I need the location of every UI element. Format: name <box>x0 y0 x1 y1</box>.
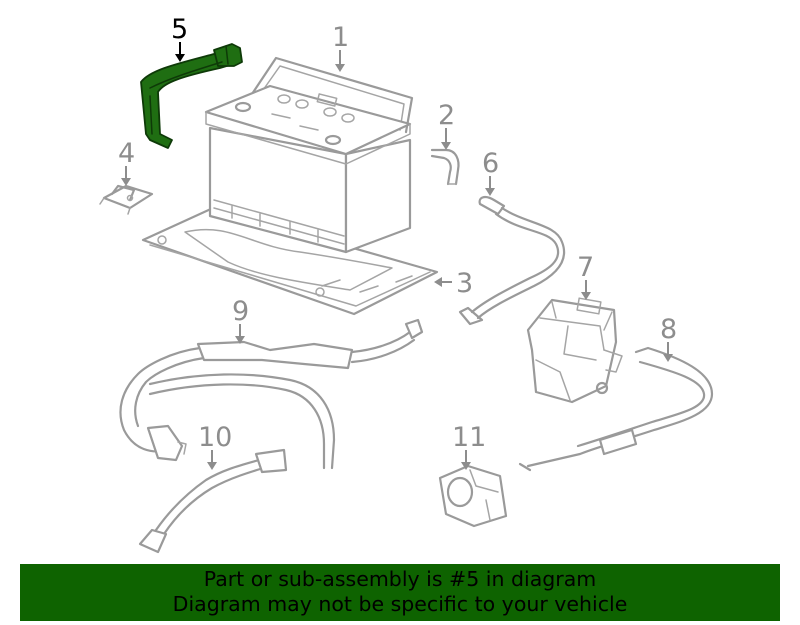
callout-6: 6 <box>482 148 499 196</box>
callout-3: 3 <box>434 268 473 299</box>
svg-text:7: 7 <box>577 252 594 283</box>
callout-1: 1 <box>332 22 349 72</box>
callout-2: 2 <box>438 100 455 150</box>
banner-line-disclaimer: Diagram may not be specific to your vehi… <box>172 592 628 616</box>
part-1-battery[interactable] <box>204 56 414 254</box>
callout-5: 5 <box>171 14 188 62</box>
svg-text:5: 5 <box>171 14 188 45</box>
callout-9: 9 <box>232 296 249 344</box>
svg-text:1: 1 <box>332 22 349 53</box>
callout-7: 7 <box>577 252 594 300</box>
part-5-battery-hold-down-bracket[interactable] <box>140 43 243 149</box>
banner-line-part: Part or sub-assembly is #5 in diagram <box>203 567 597 591</box>
part-8-cable[interactable] <box>518 346 714 472</box>
part-3-battery-tray[interactable] <box>141 206 439 316</box>
svg-text:11: 11 <box>452 422 486 453</box>
svg-text:2: 2 <box>438 100 455 131</box>
svg-text:10: 10 <box>198 422 232 453</box>
callout-8: 8 <box>660 314 677 362</box>
callout-11: 11 <box>452 422 486 470</box>
callout-4: 4 <box>118 138 135 186</box>
part-7-junction-box[interactable] <box>526 297 623 404</box>
svg-text:8: 8 <box>660 314 677 345</box>
part-11-clip[interactable] <box>438 464 508 528</box>
part-6-cable[interactable] <box>458 195 566 326</box>
part-9-wiring-harness[interactable] <box>119 318 424 470</box>
svg-text:9: 9 <box>232 296 249 327</box>
part-4-clamp[interactable] <box>99 184 154 215</box>
part-10-ground-cable[interactable] <box>138 448 288 554</box>
svg-text:4: 4 <box>118 138 135 169</box>
parts-diagram: 1 2 3 4 5 6 7 8 9 10 <box>99 14 714 554</box>
svg-text:3: 3 <box>456 268 473 299</box>
callout-10: 10 <box>198 422 232 470</box>
part-2-vent-tube[interactable] <box>430 148 460 186</box>
info-banner: Part or sub-assembly is #5 in diagram Di… <box>20 564 780 621</box>
svg-text:6: 6 <box>482 148 499 179</box>
